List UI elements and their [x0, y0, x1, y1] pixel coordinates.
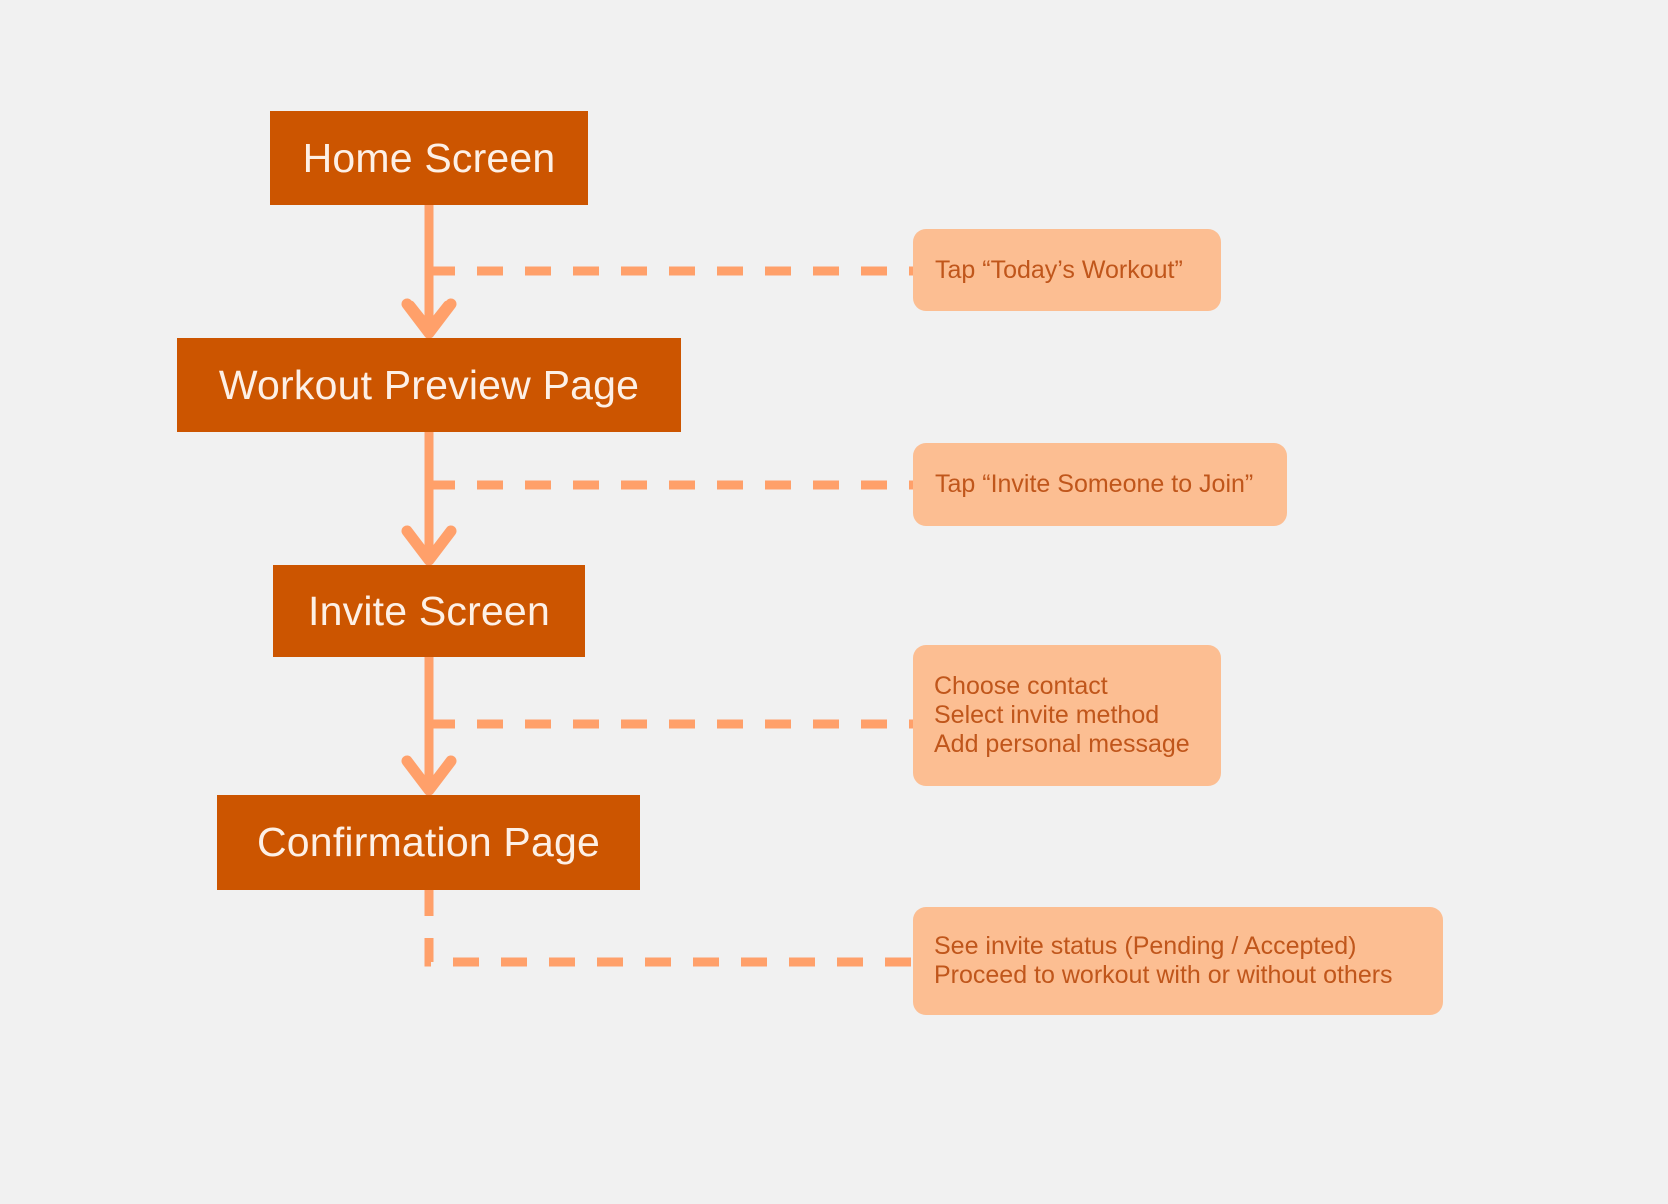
edge-invite-to-confirm — [401, 657, 457, 796]
node-label: Invite Screen — [308, 587, 550, 634]
note-confirmation-outcomes: See invite status (Pending / Accepted) P… — [913, 907, 1443, 1015]
leader-note-4 — [424, 890, 913, 967]
note-invite-screen-actions: Choose contact Select invite method Add … — [913, 645, 1221, 786]
note-line: Tap “Today’s Workout” — [935, 255, 1183, 284]
note-line: Select invite method — [934, 701, 1160, 729]
node-invite-screen[interactable]: Invite Screen — [273, 565, 585, 657]
note-line: Choose contact — [934, 672, 1108, 700]
node-label: Workout Preview Page — [218, 361, 640, 408]
note-line: Add personal message — [934, 730, 1190, 758]
note-line: Tap “Invite Someone to Join” — [935, 470, 1254, 498]
note-line: See invite status (Pending / Accepted) — [934, 932, 1357, 960]
edge-home-to-preview — [401, 205, 457, 339]
node-home-screen[interactable]: Home Screen — [270, 111, 588, 205]
note-line: Proceed to workout with or without other… — [934, 961, 1393, 989]
node-label: Confirmation Page — [257, 819, 600, 865]
note-tap-todays-workout: Tap “Today’s Workout” — [913, 229, 1221, 311]
node-confirmation-page[interactable]: Confirmation Page — [217, 795, 640, 890]
edge-preview-to-invite — [401, 432, 457, 566]
node-label: Home Screen — [302, 134, 556, 181]
node-workout-preview-page[interactable]: Workout Preview Page — [177, 338, 681, 432]
note-tap-invite-someone-to-join: Tap “Invite Someone to Join” — [913, 443, 1287, 526]
